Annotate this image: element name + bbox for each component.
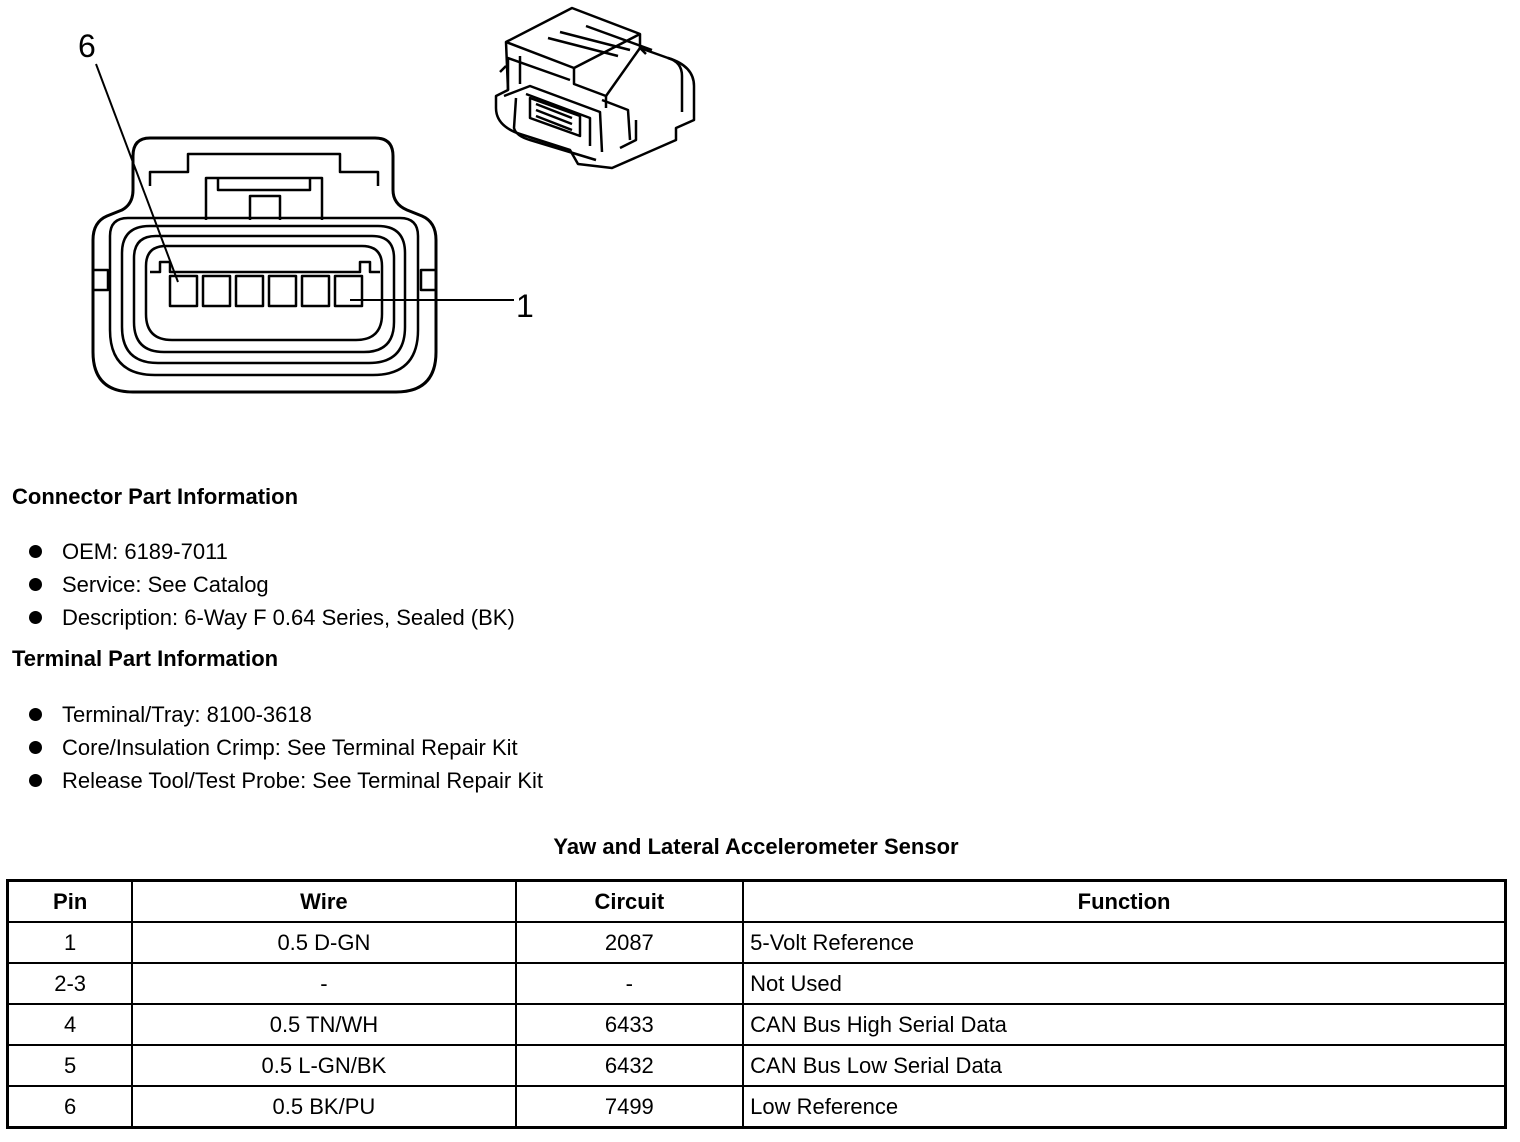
cell-pin: 5	[6, 1044, 134, 1087]
connector-info-heading: Connector Part Information	[12, 484, 299, 509]
cell-wire: -	[131, 962, 517, 1005]
bullet-icon	[29, 774, 42, 787]
cell-wire: 0.5 BK/PU	[131, 1085, 517, 1129]
list-item: Service: See Catalog	[0, 568, 515, 601]
header-circuit: Circuit	[514, 879, 745, 923]
header-function: Function	[742, 879, 1507, 923]
bullet-icon	[29, 545, 42, 558]
cell-wire: 0.5 TN/WH	[131, 1003, 517, 1046]
table-row: 5 0.5 L-GN/BK 6432 CAN Bus Low Serial Da…	[6, 1044, 1507, 1087]
table-title: Yaw and Lateral Accelerometer Sensor	[553, 834, 959, 859]
cell-function: CAN Bus High Serial Data	[742, 1003, 1507, 1046]
list-item: Core/Insulation Crimp: See Terminal Repa…	[0, 731, 543, 764]
connector-iso-drawing	[494, 6, 696, 170]
cell-function: 5-Volt Reference	[742, 921, 1507, 964]
cell-circuit: 6432	[514, 1044, 745, 1087]
cell-function: Not Used	[742, 962, 1507, 1005]
cell-circuit: 2087	[514, 921, 745, 964]
cell-circuit: 6433	[514, 1003, 745, 1046]
cell-function: CAN Bus Low Serial Data	[742, 1044, 1507, 1087]
cell-circuit: -	[514, 962, 745, 1005]
table-row: 6 0.5 BK/PU 7499 Low Reference	[6, 1085, 1507, 1129]
table-row: 1 0.5 D-GN 2087 5-Volt Reference	[6, 921, 1507, 964]
table-row: 2-3 - - Not Used	[6, 962, 1507, 1005]
terminal-info-list: Terminal/Tray: 8100-3618 Core/Insulation…	[0, 698, 543, 797]
list-item: Terminal/Tray: 8100-3618	[0, 698, 543, 731]
terminal-info-heading: Terminal Part Information	[12, 646, 279, 671]
cell-pin: 4	[6, 1003, 134, 1046]
table-row: 4 0.5 TN/WH 6433 CAN Bus High Serial Dat…	[6, 1003, 1507, 1046]
cell-pin: 1	[6, 921, 134, 964]
pinout-table: Pin Wire Circuit Function 1 0.5 D-GN 208…	[6, 879, 1507, 1129]
cell-pin: 6	[6, 1085, 134, 1129]
bullet-icon	[29, 741, 42, 754]
bullet-icon	[29, 708, 42, 721]
list-item: OEM: 6189-7011	[0, 535, 515, 568]
bullet-icon	[29, 578, 42, 591]
list-item: Description: 6-Way F 0.64 Series, Sealed…	[0, 601, 515, 634]
table-header-row: Pin Wire Circuit Function	[6, 879, 1507, 923]
cell-pin: 2-3	[6, 962, 134, 1005]
cell-function: Low Reference	[742, 1085, 1507, 1129]
cell-circuit: 7499	[514, 1085, 745, 1129]
header-wire: Wire	[131, 879, 517, 923]
cell-wire: 0.5 L-GN/BK	[131, 1044, 517, 1087]
connector-figure: 6 1	[0, 0, 760, 440]
list-item: Release Tool/Test Probe: See Terminal Re…	[0, 764, 543, 797]
callout-pin-6: 6	[78, 28, 96, 64]
connector-info-list: OEM: 6189-7011 Service: See Catalog Desc…	[0, 535, 515, 634]
header-pin: Pin	[6, 879, 134, 923]
cell-wire: 0.5 D-GN	[131, 921, 517, 964]
callout-pin-1: 1	[516, 288, 534, 324]
connector-face-drawing	[91, 6, 696, 394]
bullet-icon	[29, 611, 42, 624]
